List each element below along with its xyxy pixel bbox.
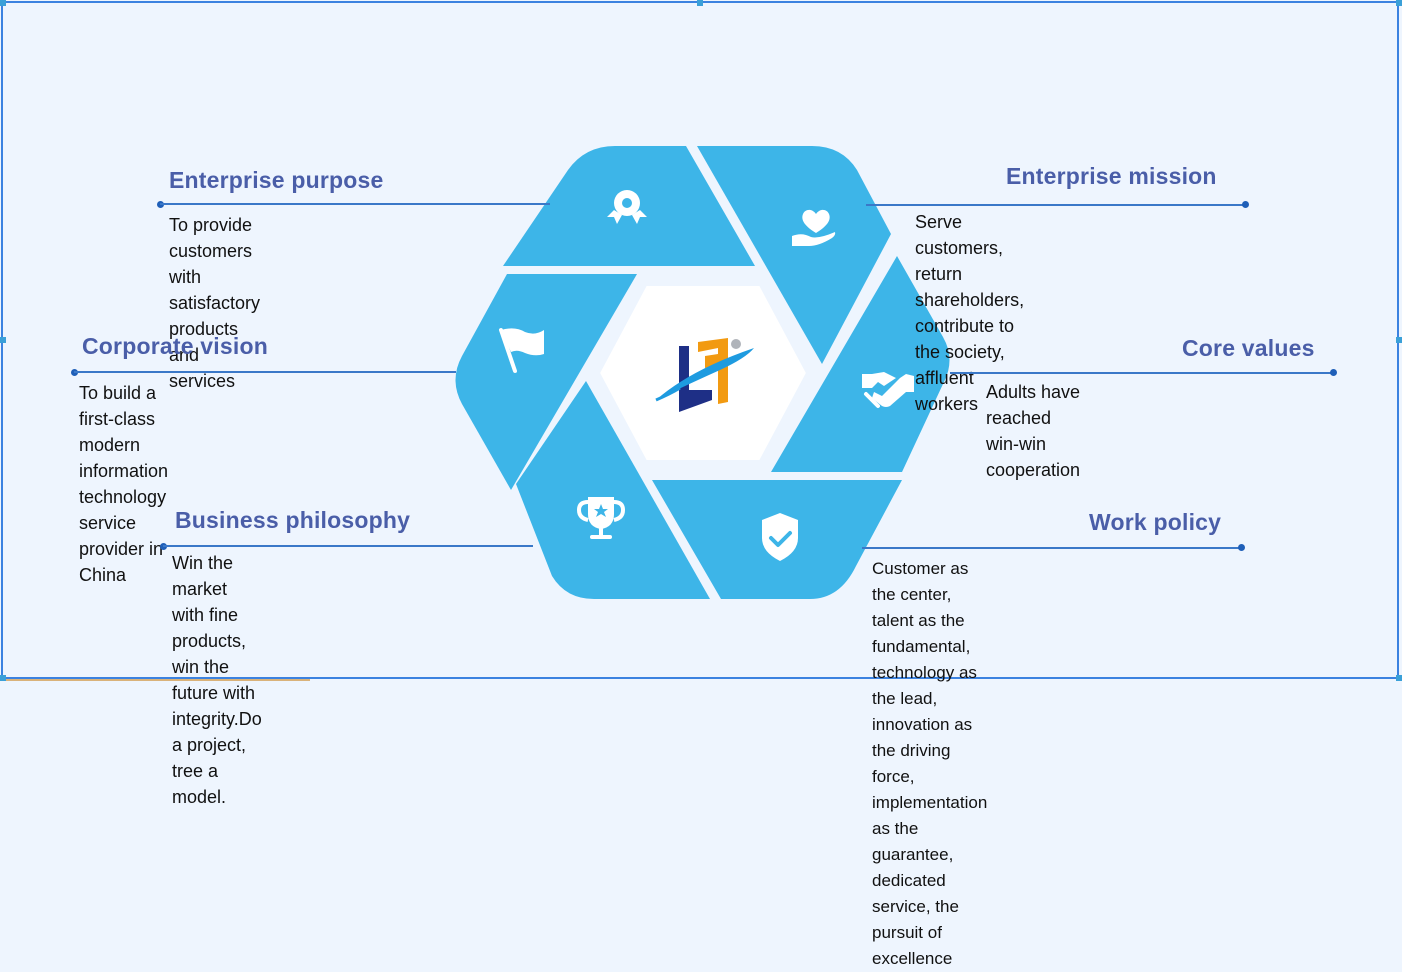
section-title: Core values xyxy=(1182,335,1315,361)
resize-handle-top-right[interactable] xyxy=(1396,0,1402,6)
section-description: Customer as the center, talent as the fu… xyxy=(872,559,988,968)
segment-corporate-vision xyxy=(455,274,637,490)
resize-handle-right-middle[interactable] xyxy=(1396,337,1402,343)
connector-line xyxy=(163,545,533,547)
connector-line xyxy=(950,372,1334,374)
resize-handle-bottom-right[interactable] xyxy=(1396,675,1402,681)
section-description: To build a first-class modern informatio… xyxy=(79,383,169,585)
flag-icon xyxy=(499,328,544,373)
shield-check-icon xyxy=(762,513,798,561)
company-culture-diagram: Enterprise purpose To provide customers … xyxy=(71,146,1337,968)
heart-in-hand-icon xyxy=(792,209,836,246)
section-description: Serve customers, return shareholders, co… xyxy=(915,212,1025,414)
section-title: Enterprise mission xyxy=(1006,163,1217,189)
section-description: Adults have reached win-win cooperation xyxy=(986,382,1081,480)
section-title: Business philosophy xyxy=(175,507,411,533)
resize-handle-top-center[interactable] xyxy=(697,0,703,6)
award-ribbon-icon xyxy=(607,190,647,224)
connector-line xyxy=(74,371,456,373)
company-logo xyxy=(655,338,754,412)
connector-dot xyxy=(1242,201,1249,208)
segment-enterprise-mission xyxy=(697,146,891,364)
connector-line xyxy=(160,203,550,205)
segment-business-philosophy xyxy=(516,381,710,599)
trophy-icon xyxy=(576,497,626,539)
connector-line xyxy=(862,547,1242,549)
section-description: To provide customers with satisfactory p… xyxy=(169,215,261,391)
handshake-icon xyxy=(862,372,914,408)
section-title: Work policy xyxy=(1089,509,1222,535)
resize-handle-top-left[interactable] xyxy=(0,0,6,6)
connector-dot xyxy=(1238,544,1245,551)
resize-handle-left-middle[interactable] xyxy=(0,337,6,343)
connector-line xyxy=(866,204,1246,206)
frame-accent-bar xyxy=(4,679,310,681)
resize-handle-bottom-left[interactable] xyxy=(0,675,6,681)
connector-dot xyxy=(1330,369,1337,376)
segment-core-values xyxy=(771,256,950,472)
section-description: Win the market with fine products, win t… xyxy=(172,553,262,807)
section-title: Enterprise purpose xyxy=(169,167,384,193)
section-title: Corporate vision xyxy=(82,333,268,359)
